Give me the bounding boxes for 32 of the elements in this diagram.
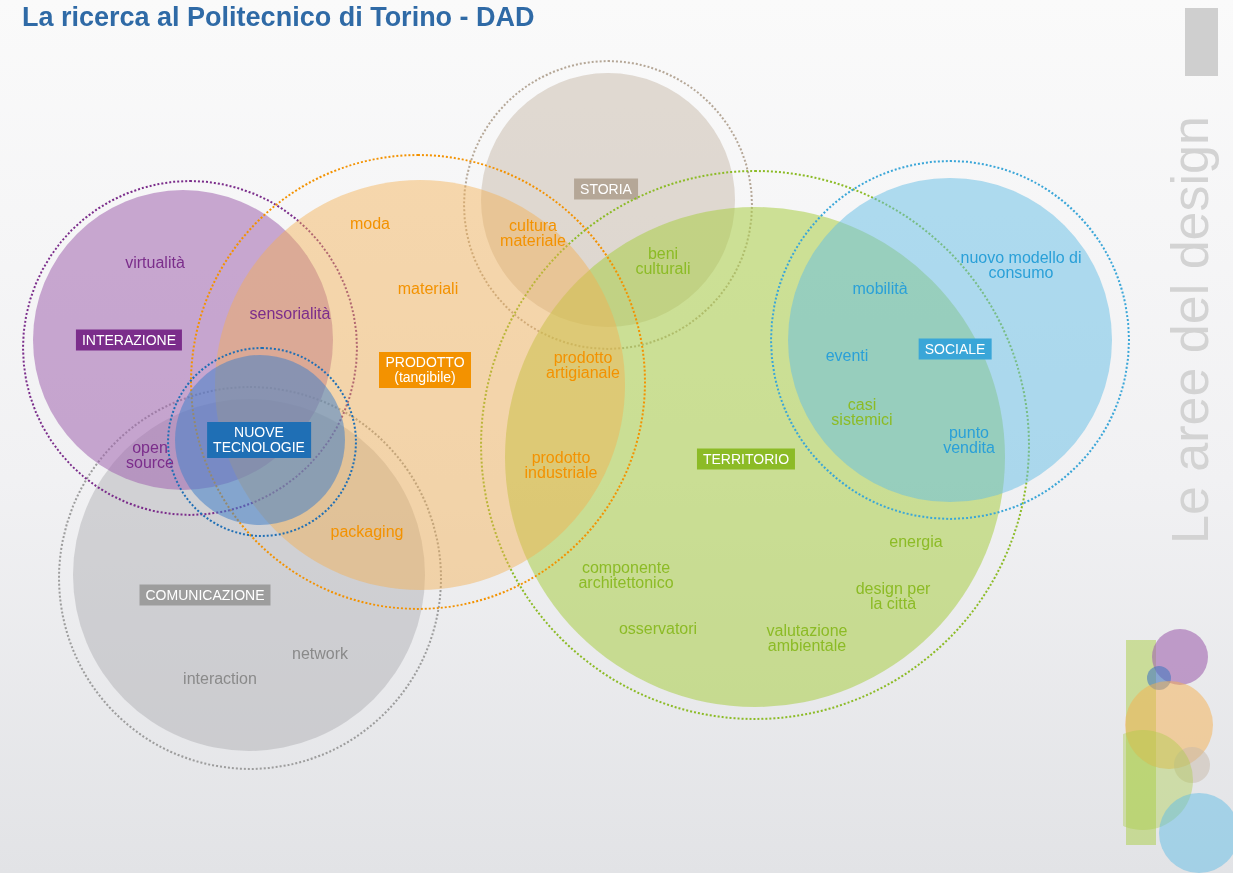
topic-word: nuovo modello di consumo: [959, 250, 1083, 280]
topic-word: design per la città: [854, 581, 932, 611]
page-title: La ricerca al Politecnico di Torino - DAD: [22, 2, 535, 33]
topic-word: casi sistemici: [830, 397, 894, 427]
area-label: INTERAZIONE: [75, 329, 183, 351]
topic-word: interaction: [182, 670, 258, 686]
topic-word: beni culturali: [634, 246, 692, 276]
topic-word: prodotto artigianale: [545, 350, 621, 380]
area-label: PRODOTTO (tangibile): [379, 352, 471, 388]
topic-word: componente architettonico: [577, 560, 675, 590]
topic-word: eventi: [824, 347, 870, 363]
topic-word: osservatori: [617, 620, 699, 636]
topic-word: moda: [349, 215, 391, 231]
area-label: COMUNICAZIONE: [139, 584, 271, 606]
topic-word: energia: [888, 533, 944, 549]
topic-word: cultura materiale: [499, 218, 567, 248]
topic-word: valutazione ambientale: [765, 623, 849, 653]
topic-word: prodotto industriale: [523, 450, 599, 480]
topic-word: network: [291, 645, 349, 661]
area-label: STORIA: [574, 178, 638, 200]
area-circle: [463, 60, 753, 350]
topic-word: materiali: [396, 280, 460, 296]
area-label: SOCIALE: [918, 338, 992, 360]
topic-word: punto vendita: [942, 425, 996, 455]
topic-word: sensorialità: [248, 305, 332, 321]
topic-word: mobilità: [851, 280, 909, 296]
topic-word: virtualità: [124, 254, 186, 270]
topic-word: packaging: [329, 523, 405, 539]
topic-word: open source: [125, 440, 175, 470]
area-label: TERRITORIO: [696, 448, 796, 470]
area-circle: [58, 386, 442, 770]
area-label: NUOVE TECNOLOGIE: [207, 422, 311, 458]
